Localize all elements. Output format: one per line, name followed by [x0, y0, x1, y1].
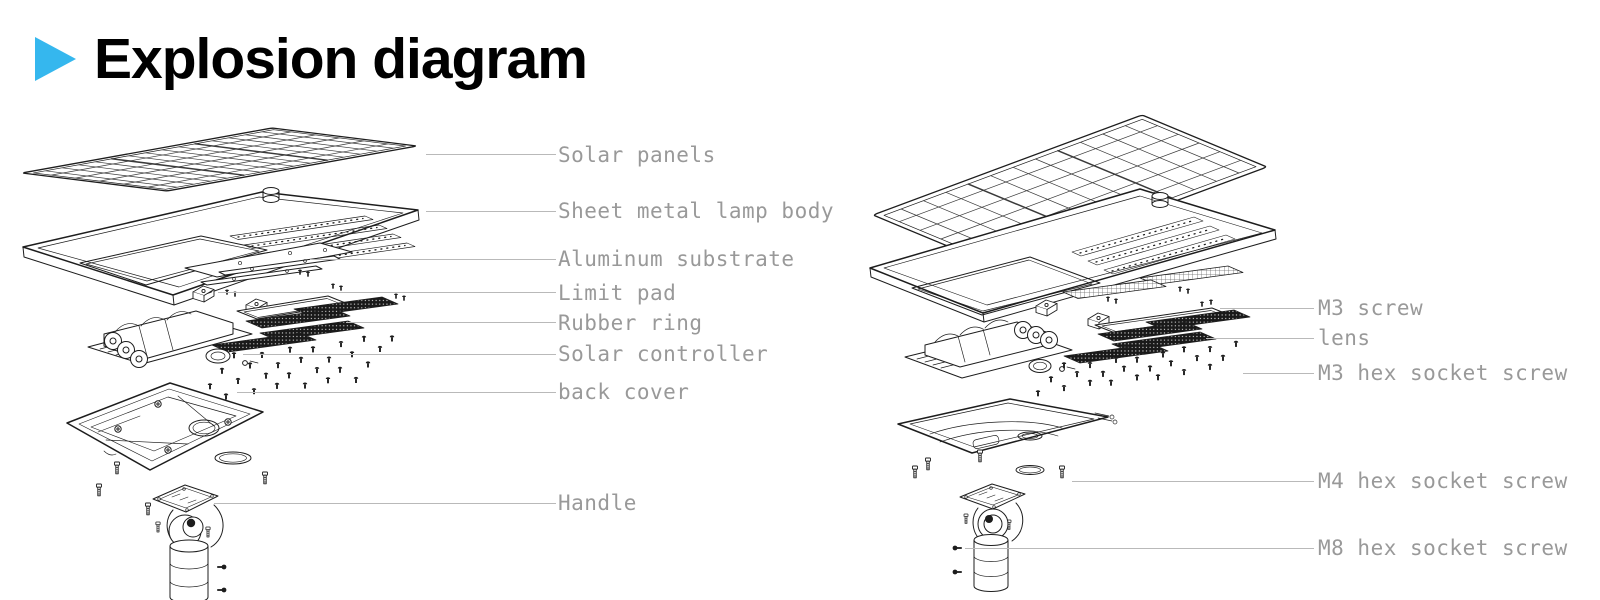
limit-pad: [1035, 299, 1058, 317]
leader-line: [243, 354, 556, 355]
solar-controller: [87, 310, 259, 368]
leader-line: [1243, 373, 1314, 374]
title-bullet-triangle-icon: [35, 37, 76, 81]
lens-grid-plates: [1062, 265, 1244, 299]
leader-line: [1072, 481, 1314, 482]
solar-panel: [22, 128, 417, 191]
part-label-rubber-ring: Rubber ring: [558, 311, 703, 335]
part-label-limit-pad: Limit pad: [558, 281, 677, 305]
part-label-m4-hex-socket-screw: M4 hex socket screw: [1318, 469, 1568, 493]
lens-panels: [1063, 309, 1251, 364]
seal-ring: [214, 451, 252, 465]
handle: [96, 461, 268, 600]
page-title: Explosion diagram: [94, 27, 588, 91]
part-label-m3-screw: M3 screw: [1318, 296, 1424, 320]
part-label-sheet-metal-lamp-body: Sheet metal lamp body: [558, 199, 835, 223]
part-label-m8-hex-socket-screw: M8 hex socket screw: [1318, 536, 1568, 560]
part-label-aluminum-substrate: Aluminum substrate: [558, 247, 795, 271]
part-label-back-cover: back cover: [558, 380, 690, 404]
back-cover: [66, 382, 264, 471]
leader-line: [426, 211, 556, 212]
leader-line: [310, 259, 556, 260]
leader-line: [1220, 308, 1314, 309]
leader-line: [965, 548, 1314, 549]
led-panels: [211, 296, 399, 353]
lamp-body: [869, 188, 1277, 323]
page-header: Explosion diagram: [35, 27, 588, 91]
left-exploded-view: [22, 128, 419, 600]
limit-pad: [192, 285, 215, 303]
part-label-handle: Handle: [558, 491, 637, 515]
part-label-m3-hex-socket-screw: M3 hex socket screw: [1318, 361, 1568, 385]
right-exploded-view: [870, 115, 1276, 592]
leader-line: [237, 392, 556, 393]
handle: [912, 449, 1065, 592]
part-label-solar-controller: Solar controller: [558, 342, 769, 366]
leader-line: [1206, 338, 1314, 339]
solar-controller: [904, 319, 1076, 379]
seal-ring: [1015, 465, 1045, 475]
back-cover: [897, 398, 1118, 454]
leader-line: [214, 503, 556, 504]
part-label-lens: lens: [1318, 326, 1371, 350]
leader-line: [346, 322, 556, 323]
part-label-solar-panels: Solar panels: [558, 143, 716, 167]
leader-line: [218, 292, 556, 293]
lamp-body: [22, 187, 420, 306]
leader-line: [426, 154, 556, 155]
